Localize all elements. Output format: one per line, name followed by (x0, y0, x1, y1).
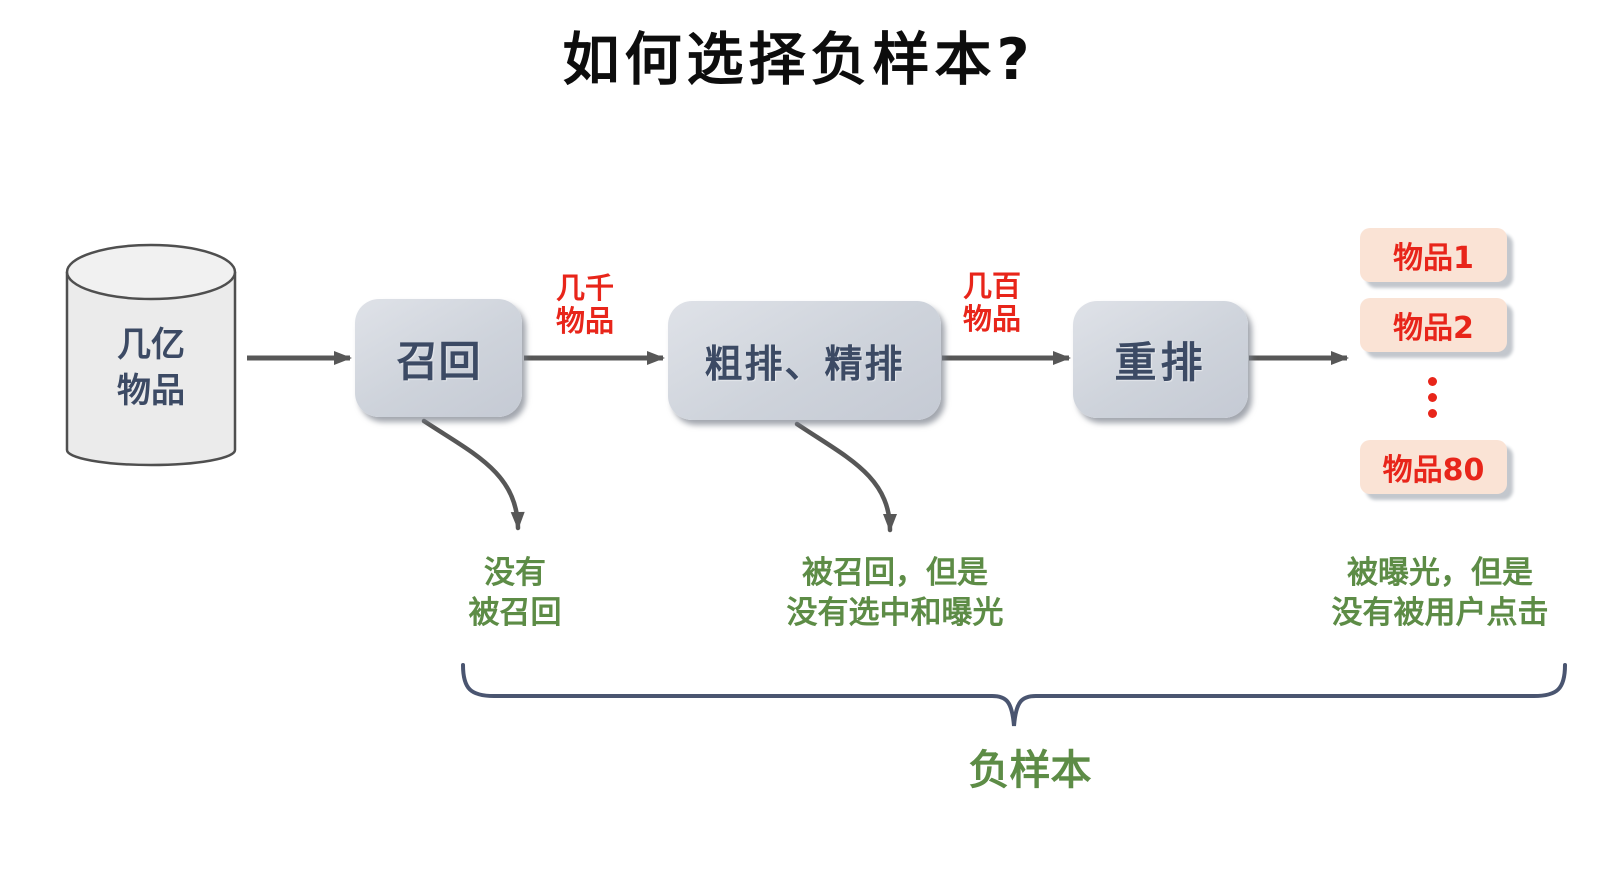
stage-box-coarse-fine-ranking: 粗排、精排 (668, 301, 941, 420)
annotation-exposed-not-clicked: 被曝光，但是 没有被用户点击 (1280, 553, 1597, 633)
output-item-80-label: 物品80 (1382, 453, 1485, 488)
annotation-not-recalled: 没有 被召回 (390, 553, 640, 633)
stage-box-rerank: 重排 (1073, 301, 1248, 418)
dropout-arrow-not-selected (794, 421, 897, 533)
edge-label-hundreds-items: 几百 物品 (917, 270, 1067, 336)
annotation-recalled-not-exposed-line1: 被召回，但是 (802, 555, 988, 591)
edge-label-2-line1: 几百 (962, 269, 1021, 303)
annotation-not-recalled-line2: 被召回 (468, 595, 562, 631)
edge-label-1-line2: 物品 (555, 304, 614, 338)
output-item-2: 物品2 (1360, 298, 1507, 352)
stage-box-recall: 召回 (355, 299, 522, 417)
stage-recall-label: 召回 (396, 336, 481, 386)
source-items-label: 几亿 物品 (70, 322, 232, 414)
vertical-ellipsis-icon (1428, 377, 1437, 418)
edge-label-1-line1: 几千 (555, 271, 614, 305)
page-title: 如何选择负样本? (562, 27, 1035, 93)
edge-label-thousands-items: 几千 物品 (510, 272, 660, 338)
stage-rerank-label: 重排 (1114, 338, 1207, 387)
source-items-label-line1: 几亿 (117, 325, 185, 365)
output-item-1: 物品1 (1360, 228, 1507, 282)
dropout-arrow-not-recalled (421, 418, 525, 531)
edge-label-2-line2: 物品 (962, 302, 1021, 336)
output-item-1-label: 物品1 (1393, 241, 1474, 276)
source-items-label-line2: 物品 (117, 371, 185, 411)
output-item-2-label: 物品2 (1393, 311, 1474, 346)
annotation-exposed-not-clicked-line1: 被曝光，但是 (1347, 555, 1533, 591)
annotation-exposed-not-clicked-line2: 没有被用户点击 (1331, 595, 1549, 631)
output-item-80: 物品80 (1360, 440, 1507, 494)
stage-ranking-label: 粗排、精排 (704, 342, 905, 386)
negative-samples-label: 负样本 (968, 746, 1092, 794)
annotation-recalled-not-exposed-line2: 没有选中和曝光 (786, 595, 1004, 631)
annotation-not-recalled-line1: 没有 (484, 555, 546, 591)
negative-samples-brace (461, 663, 1567, 727)
annotation-recalled-not-exposed: 被召回，但是 没有选中和曝光 (735, 553, 1055, 633)
